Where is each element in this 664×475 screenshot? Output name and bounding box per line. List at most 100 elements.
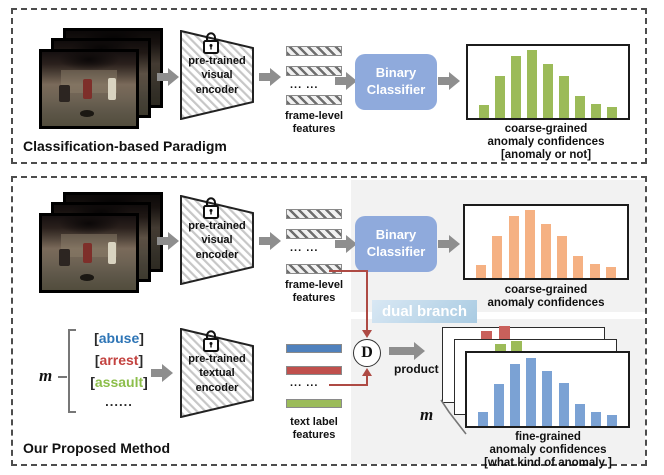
brace-tick — [58, 376, 67, 378]
chart-bar — [558, 383, 569, 426]
frame-feature-bar — [286, 264, 342, 274]
anomaly-class-label: [abuse] — [94, 330, 144, 346]
coarse-chart-caption: coarse-grained anomaly confidences — [487, 284, 605, 310]
video-frames-stack — [39, 192, 163, 294]
red-connector-line — [329, 270, 368, 272]
chart-bar — [511, 56, 521, 118]
fine-chart-red-peek — [481, 326, 510, 339]
arrow-right-icon — [259, 68, 281, 86]
chart-bar — [508, 216, 519, 278]
arrow-right-icon — [438, 72, 460, 90]
encoder-label: pre-trained visual encoder — [188, 55, 246, 96]
frame-feature-bar — [286, 95, 342, 105]
encoder-label: pre-trained textual encoder — [188, 353, 246, 394]
ellipsis-dots: ... ... — [290, 242, 319, 254]
visual-encoder-block: pre-trained visual encoder — [180, 194, 254, 286]
chart-bar — [606, 415, 617, 426]
text-feature-bar-green — [286, 399, 342, 408]
panel-title: Classification-based Paradigm — [23, 138, 227, 154]
arrow-right-icon — [389, 342, 425, 360]
frame-feature-bar — [286, 229, 342, 239]
arrow-up-icon — [362, 368, 372, 376]
video-frame — [39, 213, 139, 293]
frame-feature-bar — [286, 66, 342, 76]
lock-icon — [201, 196, 221, 226]
chart-bar — [605, 267, 616, 278]
chart-bar — [543, 64, 553, 118]
chart-bar — [574, 404, 585, 426]
arrow-down-icon — [362, 330, 372, 338]
lock-icon — [201, 31, 221, 61]
fine-chart-green-peek — [495, 341, 522, 351]
product-label: product — [394, 362, 439, 376]
dual-branch-badge: dual branch — [372, 300, 478, 323]
video-frames-stack — [39, 28, 163, 130]
red-connector-line — [366, 376, 368, 386]
chart-bar — [476, 265, 487, 278]
text-feature-bar-blue — [286, 344, 342, 353]
chart-bar — [589, 264, 600, 278]
text-features-caption: text label features — [290, 416, 338, 441]
chart-bar — [511, 341, 522, 351]
proposed-method-panel: pre-trained visual encoder ... ... frame… — [11, 176, 647, 469]
coarse-chart-caption: coarse-grained anomaly confidences [anom… — [487, 123, 605, 162]
red-connector-line — [366, 270, 368, 330]
frame-feature-bar — [286, 46, 342, 56]
coarse-confidence-chart — [463, 204, 629, 280]
cctv-scene — [42, 52, 136, 126]
frame-features-caption: frame-level features — [284, 110, 344, 135]
stack-count-symbol: m — [420, 405, 434, 424]
video-frame — [39, 49, 139, 129]
chart-bar — [542, 371, 553, 426]
chart-bar — [478, 412, 489, 426]
frame-feature-bar — [286, 209, 342, 219]
chart-bar — [492, 236, 503, 278]
chart-bar — [573, 256, 584, 278]
binary-classifier-box: Binary Classifier — [355, 216, 437, 272]
arrow-right-icon — [151, 364, 173, 382]
chart-bar — [495, 76, 505, 118]
ellipsis-dots: ... ... — [290, 377, 319, 389]
fine-chart-caption: fine-grained anomaly confidences [what k… — [484, 431, 612, 470]
arrow-right-icon — [335, 72, 357, 90]
chart-bar — [526, 358, 537, 426]
arrow-right-icon — [157, 232, 179, 250]
stack-count-brace — [440, 399, 467, 435]
chart-bar — [607, 107, 617, 118]
chart-bar — [590, 412, 601, 426]
arrow-right-icon — [335, 235, 357, 253]
lock-icon — [201, 329, 221, 359]
label-count-symbol: m — [39, 366, 53, 385]
chart-bar — [559, 76, 569, 118]
red-connector-line — [329, 384, 368, 386]
anomaly-labels-ellipsis: ...... — [105, 394, 133, 409]
chart-bar — [494, 384, 505, 426]
chart-bar — [510, 364, 521, 426]
label-set-bracket — [68, 329, 76, 413]
chart-bar — [575, 96, 585, 118]
chart-bar — [540, 224, 551, 278]
product-operator-circle: D — [353, 339, 381, 367]
chart-bar — [479, 105, 489, 118]
encoder-trapezoid — [180, 29, 254, 121]
chart-bar — [481, 331, 492, 339]
coarse-confidence-chart — [466, 44, 630, 120]
classification-paradigm-panel: pre-trained visual encoder ... ... frame… — [11, 8, 647, 164]
chart-bar — [524, 210, 535, 278]
text-feature-bar-red — [286, 366, 342, 375]
anomaly-class-label: [arrest] — [94, 352, 144, 368]
chart-bar — [499, 326, 510, 339]
arrow-right-icon — [438, 235, 460, 253]
visual-encoder-block: pre-trained visual encoder — [180, 29, 254, 121]
arrow-right-icon — [259, 232, 281, 250]
chart-bar — [591, 104, 601, 118]
chart-bar — [495, 344, 506, 351]
frame-features-caption: frame-level features — [284, 279, 344, 304]
encoder-label: pre-trained visual encoder — [188, 220, 246, 261]
ellipsis-dots: ... ... — [290, 79, 319, 91]
cctv-scene — [42, 216, 136, 290]
fine-confidence-chart — [465, 351, 630, 428]
panel-title: Our Proposed Method — [23, 440, 170, 456]
binary-classifier-box: Binary Classifier — [355, 54, 437, 110]
